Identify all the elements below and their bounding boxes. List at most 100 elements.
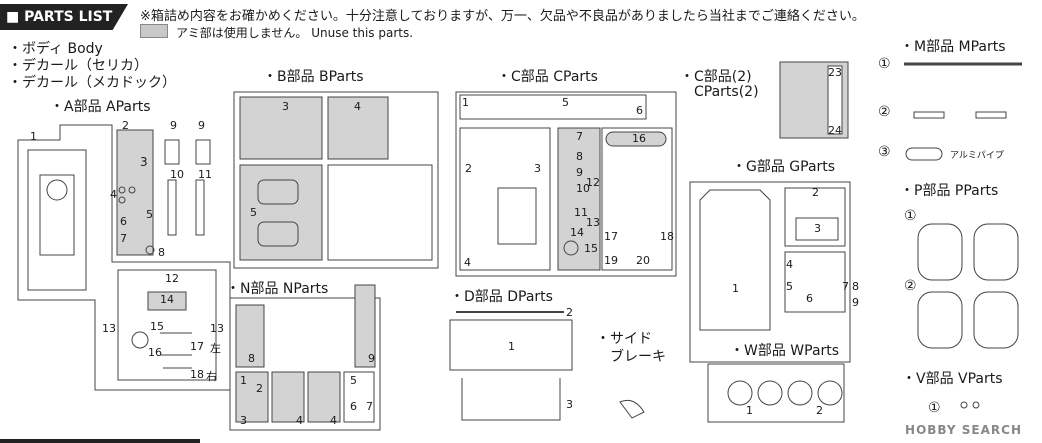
part-num: 4 bbox=[296, 414, 303, 427]
part-num: 11 bbox=[198, 168, 212, 181]
watermark: HOBBY SEARCH bbox=[905, 423, 1022, 437]
section-c-title: ・C部品 CParts bbox=[497, 69, 598, 85]
part-num: 1 bbox=[30, 130, 37, 143]
p-part-1-num: ① bbox=[904, 208, 917, 224]
part-num: 7 bbox=[576, 130, 583, 143]
part-num: 4 bbox=[786, 258, 793, 271]
part-num: 6 bbox=[120, 215, 127, 228]
part-num: 5 bbox=[350, 374, 357, 387]
part-num: 14 bbox=[570, 226, 584, 239]
v-part-1-num: ① bbox=[928, 400, 941, 416]
bottom-bar bbox=[0, 439, 200, 443]
part-num: 2 bbox=[122, 119, 129, 132]
list-decal-mechadock: ・デカール（メカドック） bbox=[8, 75, 176, 91]
side-brake-title-1: ・サイド bbox=[596, 331, 652, 347]
part-num: 10 bbox=[170, 168, 184, 181]
part-num: 8 bbox=[248, 352, 255, 365]
part-num: 1 bbox=[462, 96, 469, 109]
part-num: 2 bbox=[812, 186, 819, 199]
part-num: 2 bbox=[566, 306, 573, 319]
part-num: 3 bbox=[814, 222, 821, 235]
part-num: 4 bbox=[464, 256, 471, 269]
part-num: 9 bbox=[198, 119, 205, 132]
list-body: ・ボディ Body bbox=[8, 41, 103, 57]
part-num: 11 bbox=[574, 206, 588, 219]
part-num: 18 bbox=[190, 368, 204, 381]
part-num: 14 bbox=[160, 293, 174, 306]
section-c2-title-2: CParts(2) bbox=[694, 84, 759, 100]
part-num: 17 bbox=[190, 340, 204, 353]
part-num: 3 bbox=[140, 155, 148, 169]
part-num: 6 bbox=[350, 400, 357, 413]
section-c2-title-1: ・C部品(2) bbox=[680, 69, 752, 85]
section-m-title: ・M部品 MParts bbox=[900, 39, 1006, 55]
section-g-title: ・G部品 GParts bbox=[732, 159, 836, 175]
part-num: 9 bbox=[170, 119, 177, 132]
part-num: 2 bbox=[816, 404, 823, 417]
part-num: 13 bbox=[102, 322, 116, 335]
m-part-1-num: ① bbox=[878, 56, 891, 72]
part-num: 2 bbox=[256, 382, 263, 395]
part-num: 20 bbox=[636, 254, 650, 267]
parts-list-badge: ■ PARTS LIST bbox=[0, 4, 128, 30]
part-num: 5 bbox=[786, 280, 793, 293]
part-num: 13 bbox=[210, 322, 224, 335]
part-num: 8 bbox=[158, 246, 165, 259]
section-v-title: ・V部品 VParts bbox=[902, 371, 1003, 387]
part-num: 4 bbox=[110, 188, 117, 201]
part-num: 7 bbox=[120, 232, 127, 245]
part-num: 5 bbox=[146, 208, 153, 221]
unuse-text: アミ部は使用しません。 Unuse this parts. bbox=[176, 26, 414, 40]
section-n-title: ・N部品 NParts bbox=[226, 281, 329, 297]
part-num: 13 bbox=[586, 216, 600, 229]
section-w-title: ・W部品 WParts bbox=[730, 343, 840, 359]
part-num: 8 bbox=[852, 280, 859, 293]
part-num: 2 bbox=[465, 162, 472, 175]
part-num: 3 bbox=[566, 398, 573, 411]
part-num: 15 bbox=[150, 320, 164, 333]
part-num: 7 bbox=[842, 280, 849, 293]
part-num: 19 bbox=[604, 254, 618, 267]
part-num: 7 bbox=[366, 400, 373, 413]
section-a-title: ・A部品 AParts bbox=[50, 99, 151, 115]
part-num: 12 bbox=[586, 176, 600, 189]
part-num: 5 bbox=[562, 96, 569, 109]
m-part-2-num: ② bbox=[878, 104, 891, 120]
part-num: 16 bbox=[632, 132, 646, 145]
part-num: 10 bbox=[576, 182, 590, 195]
section-b-title: ・B部品 BParts bbox=[263, 69, 364, 85]
m-part-3-num: ③ bbox=[878, 144, 891, 160]
part-num: 23 bbox=[828, 66, 842, 79]
p-part-2-num: ② bbox=[904, 278, 917, 294]
part-num: 4 bbox=[354, 100, 361, 113]
part-num: 1 bbox=[240, 374, 247, 387]
part-num: 9 bbox=[852, 296, 859, 309]
part-num: 4 bbox=[330, 414, 337, 427]
unuse-swatch bbox=[140, 24, 168, 38]
list-decal-celica: ・デカール（セリカ） bbox=[8, 58, 148, 74]
part-num: 3 bbox=[282, 100, 289, 113]
part-num: 右 bbox=[206, 370, 217, 383]
part-num: 15 bbox=[584, 242, 598, 255]
side-brake-title-2: ブレーキ bbox=[610, 349, 666, 365]
part-num: 18 bbox=[660, 230, 674, 243]
part-num: 1 bbox=[746, 404, 753, 417]
notice-text: ※箱詰め内容をお確かめください。十分注意しておりますが、万一、欠品や不良品があり… bbox=[140, 9, 865, 24]
m-part-3-name: アルミパイプ bbox=[950, 151, 1004, 161]
part-num: 1 bbox=[508, 340, 515, 353]
part-num: 9 bbox=[576, 166, 583, 179]
part-num: 6 bbox=[636, 104, 643, 117]
part-num: 12 bbox=[165, 272, 179, 285]
part-num: 17 bbox=[604, 230, 618, 243]
part-num: 5 bbox=[250, 206, 257, 219]
section-p-title: ・P部品 PParts bbox=[900, 183, 999, 199]
part-num: 左 bbox=[210, 342, 221, 355]
part-num: 3 bbox=[240, 414, 247, 427]
part-num: 9 bbox=[368, 352, 375, 365]
section-d-title: ・D部品 DParts bbox=[450, 289, 553, 305]
part-num: 6 bbox=[806, 292, 813, 305]
part-num: 1 bbox=[732, 282, 739, 295]
part-num: 24 bbox=[828, 124, 842, 137]
part-num: 16 bbox=[148, 346, 162, 359]
